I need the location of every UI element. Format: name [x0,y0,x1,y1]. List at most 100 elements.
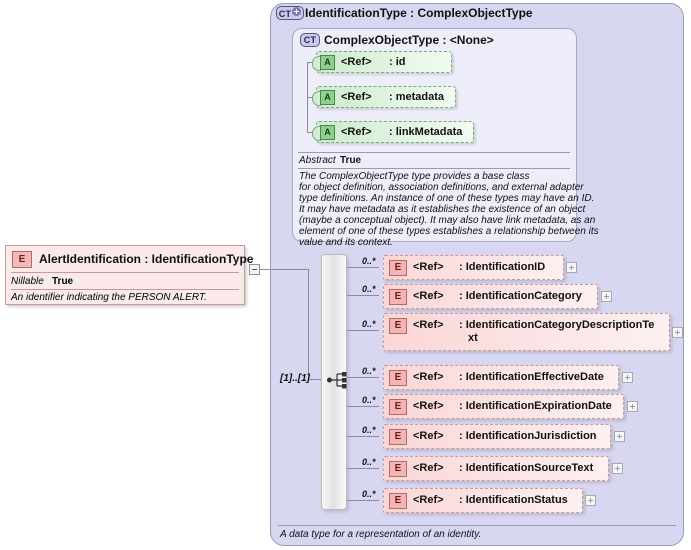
element-row-identificationjurisdiction[interactable]: E <Ref> : IdentificationJurisdiction [383,424,611,449]
divider [11,289,239,290]
element-ref-label: <Ref> [413,371,444,383]
expand-button[interactable] [614,431,625,442]
element-name: : IdentificationID [459,261,546,273]
occurrence-label: 0..* [362,256,376,266]
attr-branch-1 [307,62,315,63]
attribute-badge-icon: A [320,90,335,105]
element-row-identificationcategory[interactable]: E <Ref> : IdentificationCategory [383,284,598,309]
connector-seq-in [308,379,322,380]
element-name: : IdentificationCategory [459,290,582,302]
element-ref-label: <Ref> [413,462,444,474]
element-row-identificationexpirationdate[interactable]: E <Ref> : IdentificationExpirationDate [383,394,624,419]
element-row-identificationstatus[interactable]: E <Ref> : IdentificationStatus [383,488,583,513]
attribute-badge-icon: A [320,55,335,70]
element-badge-icon: E [389,461,407,477]
basetype-doc-line-7: value and its context. [299,237,393,248]
element-row-identificationsourcetext[interactable]: E <Ref> : IdentificationSourceText [383,456,609,481]
attribute-badge-icon: A [320,125,335,140]
divider [298,152,570,153]
complextype-documentation: A data type for a representation of an i… [280,529,482,540]
attribute-name-metadata: : metadata [389,91,445,103]
connector-to-element-2 [347,295,379,296]
element-badge-icon: E [389,399,407,415]
complextype-expand-icon[interactable]: CT [276,6,304,20]
element-badge-icon: E [389,370,407,386]
expand-button[interactable] [566,262,577,273]
attribute-row-metadata[interactable]: A <Ref> : metadata [312,86,456,108]
basetype-doc-line-4: It may have metadata as it establishes t… [299,204,586,215]
sequence-cardinality-label: [1]..[1] [280,373,310,384]
nillable-label: Nillable [11,276,44,287]
element-badge-icon: E [389,289,407,305]
expand-button[interactable] [627,401,638,412]
basetype-badge-icon[interactable]: CT [300,33,320,47]
occurrence-label: 0..* [362,319,376,329]
element-ref-label: <Ref> [413,400,444,412]
expand-button[interactable] [585,495,596,506]
connector-root-to-seq [260,269,309,270]
occurrence-label: 0..* [362,366,376,376]
basetype-doc-line-3: type definitions. An instance of one of … [299,193,595,204]
element-badge-icon: E [12,251,32,268]
complextype-badge-label: CT [278,9,292,19]
element-title: AlertIdentification : IdentificationType [39,252,254,266]
element-name: : IdentificationSourceText [459,462,594,474]
element-badge-icon: E [389,260,407,276]
connector-vertical [308,269,309,379]
element-name: : IdentificationEffectiveDate [459,371,604,383]
divider [278,525,676,526]
attribute-ref-label: <Ref> [341,91,372,103]
nillable-value: True [52,276,74,287]
attribute-name-id: : id [389,56,406,68]
element-row-identificationcategorydescriptiontext[interactable]: E <Ref> : IdentificationCategoryDescript… [383,313,670,351]
element-ref-label: <Ref> [413,494,444,506]
attribute-row-linkmetadata[interactable]: A <Ref> : linkMetadata [312,121,474,143]
element-ref-label: <Ref> [413,261,444,273]
expand-button[interactable] [622,372,633,383]
element-badge-icon: E [389,493,407,509]
element-box-alertidentification[interactable]: E AlertIdentification : IdentificationTy… [5,245,253,305]
attribute-row-id[interactable]: A <Ref> : id [312,51,452,73]
connector-to-element-1 [347,267,379,268]
attr-branch-2 [307,97,315,98]
element-name-line-2: xt [468,332,478,344]
abstract-value: True [340,155,362,166]
divider [298,168,570,169]
element-name: : IdentificationJurisdiction [459,430,597,442]
attribute-ref-label: <Ref> [341,126,372,138]
element-row-identificationid[interactable]: E <Ref> : IdentificationID [383,255,564,280]
connector-to-element-8 [347,500,379,501]
connector-to-element-6 [347,436,379,437]
basetype-doc-line-5: (maybe a conceptual object). It may also… [299,215,596,226]
expand-button[interactable] [672,327,683,338]
element-documentation: An identifier indicating the PERSON ALER… [11,292,207,303]
basetype-title: ComplexObjectType : <None> [324,33,494,47]
abstract-label: Abstract [299,155,336,166]
divider [11,272,239,273]
element-row-identificationeffectivedate[interactable]: E <Ref> : IdentificationEffectiveDate [383,365,619,390]
element-badge-icon: E [389,318,407,334]
attribute-ref-label: <Ref> [341,56,372,68]
sequence-icon [327,372,347,389]
element-name-line-1: : IdentificationCategoryDescriptionTe [459,319,655,331]
connector-to-element-7 [347,468,379,469]
occurrence-label: 0..* [362,457,376,467]
basetype-doc-line-1: The ComplexObjectType type provides a ba… [299,171,530,182]
element-ref-label: <Ref> [413,319,444,331]
connector-to-element-5 [347,406,379,407]
plus-dot-icon [292,7,302,16]
expand-button[interactable] [601,291,612,302]
complextype-title: IdentificationType : ComplexObjectType [305,6,533,20]
occurrence-label: 0..* [362,284,376,294]
element-name: : IdentificationExpirationDate [459,400,612,412]
connector-to-element-4 [347,377,379,378]
collapse-toggle-button[interactable] [249,264,260,275]
element-badge-icon: E [389,429,407,445]
occurrence-label: 0..* [362,425,376,435]
element-name: : IdentificationStatus [459,494,568,506]
basetype-doc-line-2: for object definition, association defin… [299,182,584,193]
occurrence-label: 0..* [362,395,376,405]
expand-button[interactable] [612,463,623,474]
occurrence-label: 0..* [362,489,376,499]
element-ref-label: <Ref> [413,290,444,302]
